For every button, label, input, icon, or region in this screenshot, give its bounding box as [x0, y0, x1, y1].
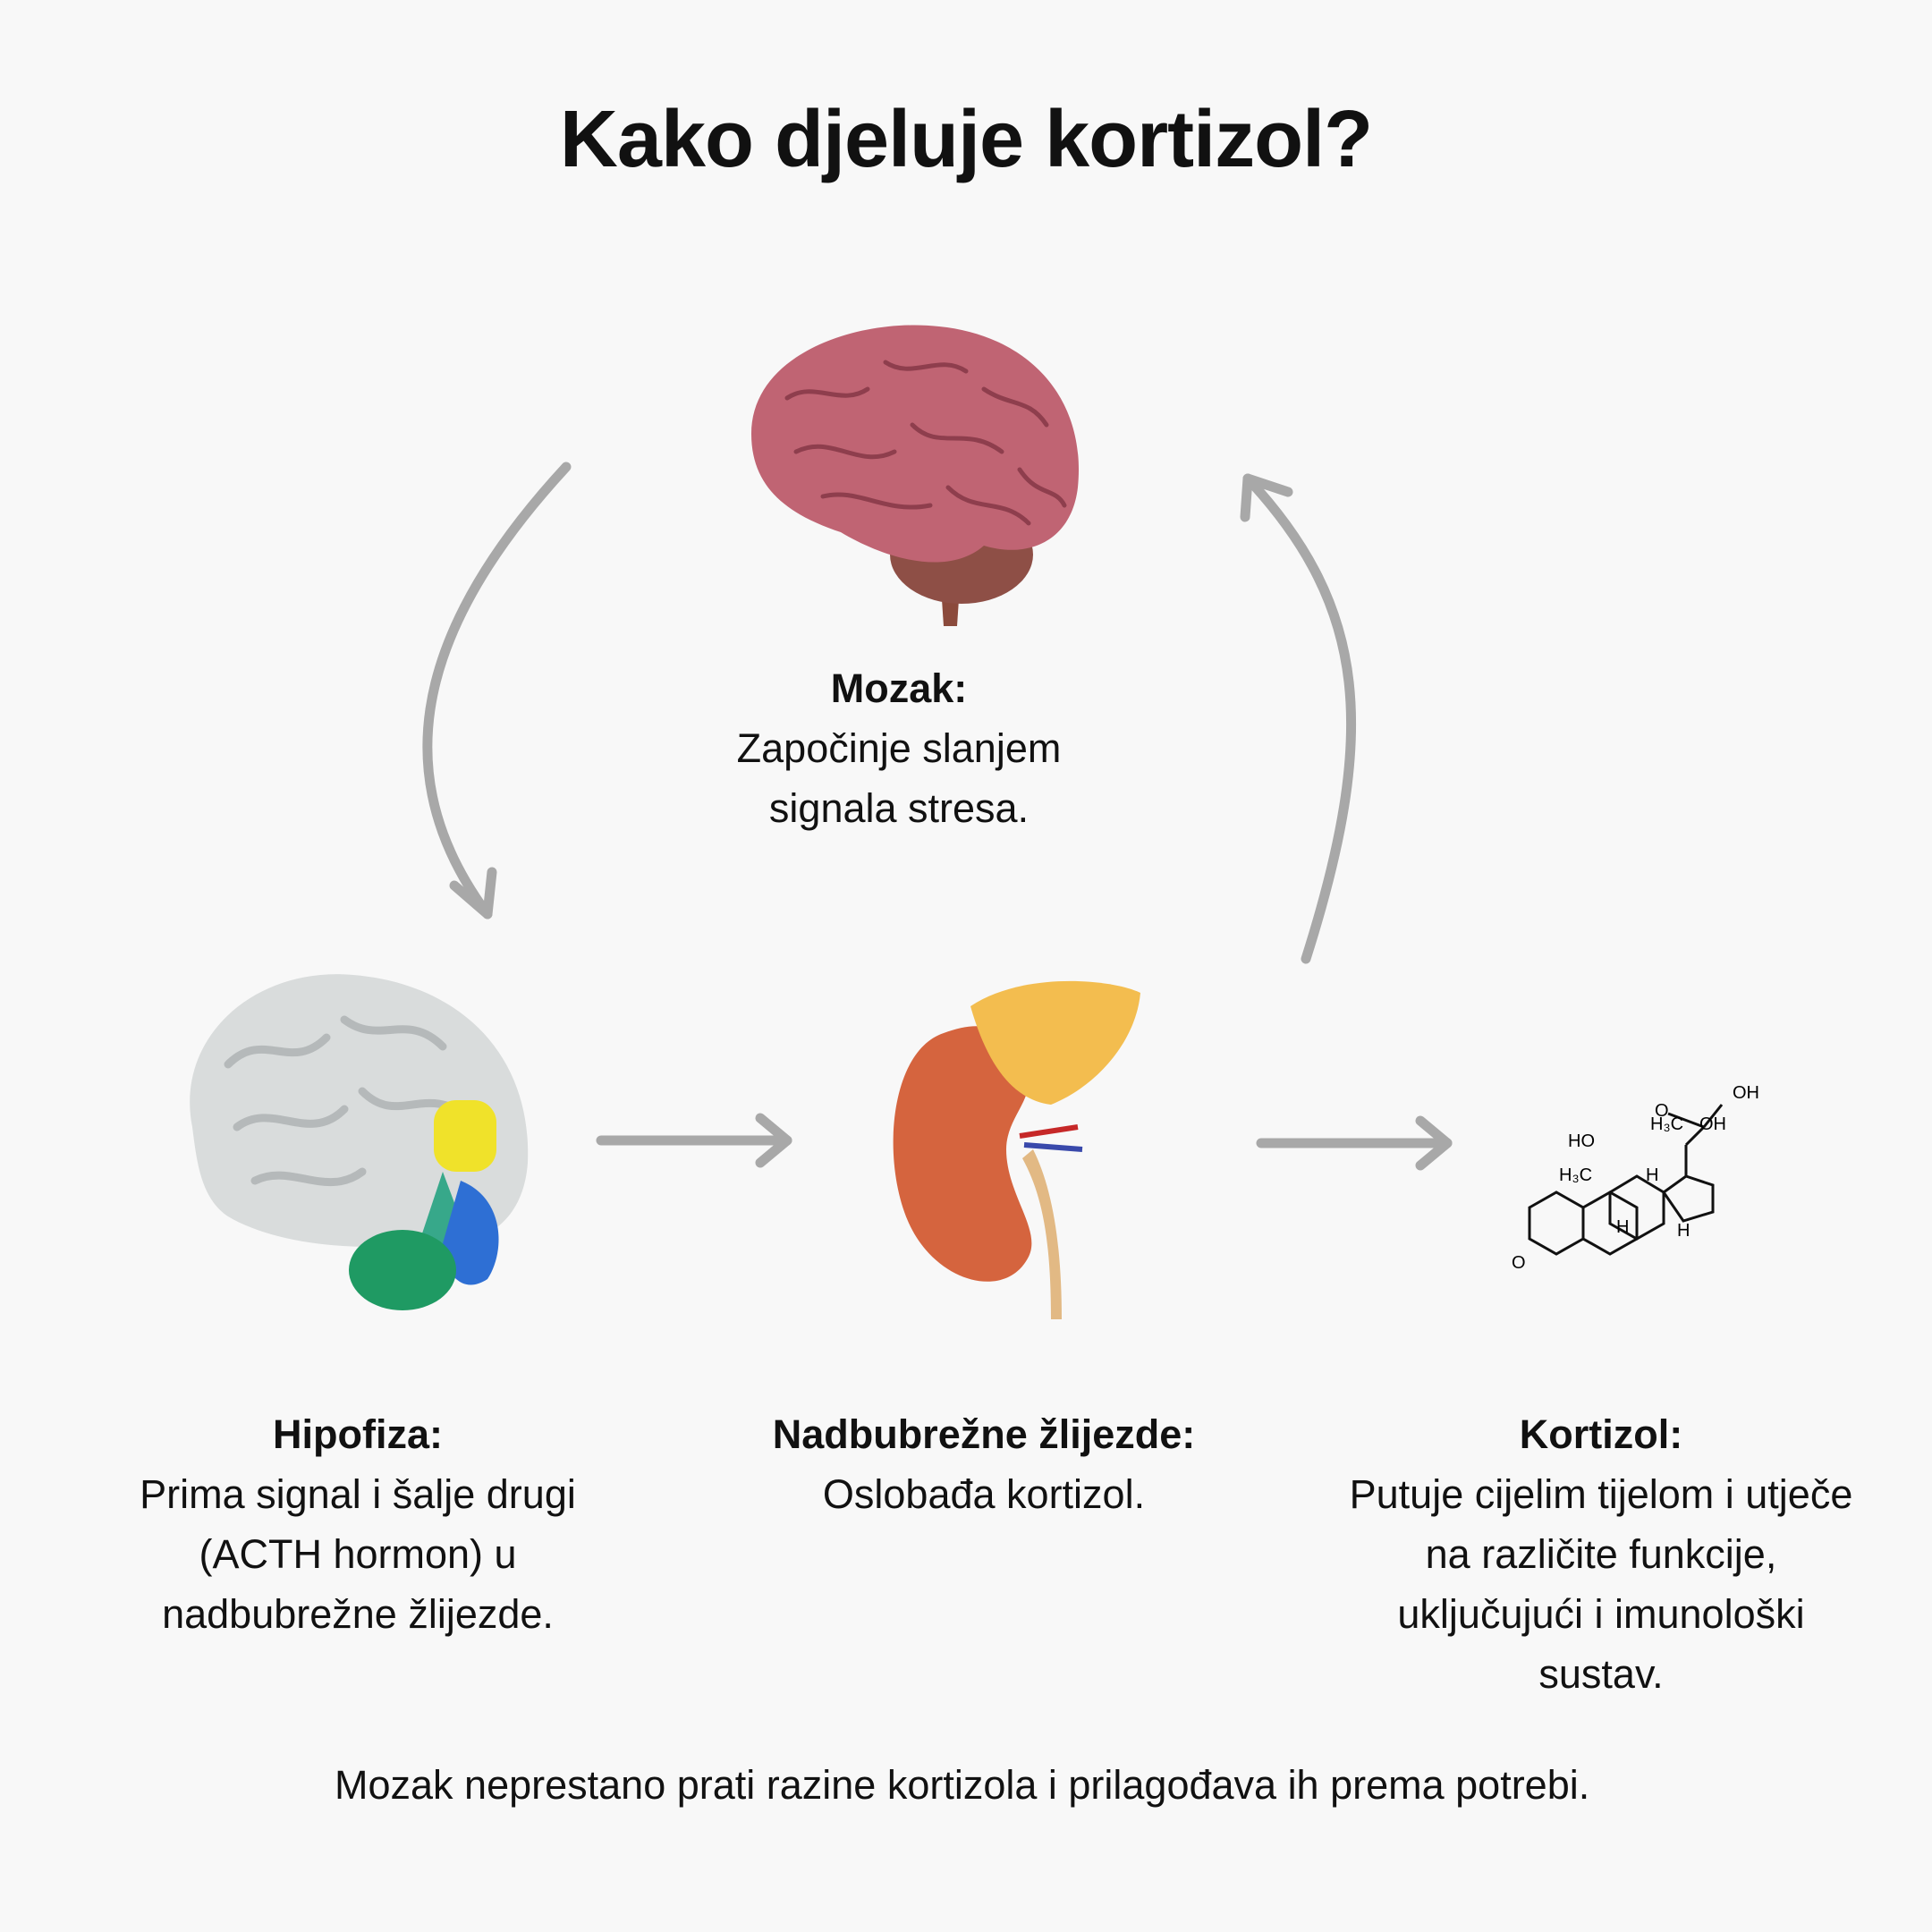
hipofiza-line-3: nadbubrežne žlijezde.	[162, 1591, 554, 1637]
kortizol-line-3: uključujući i imunološki	[1397, 1591, 1805, 1637]
kortizol-heading: Kortizol:	[1519, 1411, 1683, 1457]
brain-illustration	[751, 325, 1080, 626]
nadbubrezne-heading: Nadbubrežne žlijezde:	[772, 1411, 1196, 1457]
adrenal-illustration	[893, 980, 1140, 1319]
h-mid-label: H	[1646, 1165, 1658, 1185]
kortizol-line-2: na različite funkcije,	[1425, 1531, 1777, 1577]
o-ketone-label: O	[1655, 1101, 1669, 1121]
h-right-label: H	[1677, 1221, 1690, 1241]
h3c-lower-label: H₃C	[1559, 1165, 1592, 1185]
h3c-upper-label: H₃C	[1650, 1114, 1683, 1134]
step-mozak: Mozak: Započinje slanjem signala stresa.	[631, 658, 1167, 838]
nadbubrezne-line-1: Oslobađa kortizol.	[822, 1471, 1146, 1517]
arrow-head-left	[449, 867, 497, 919]
footer-note: Mozak neprestano prati razine kortizola …	[335, 1762, 1590, 1808]
step-kortizol: Kortizol: Putuje cijelim tijelom i utječ…	[1288, 1404, 1914, 1704]
arrow-adrenal-to-brain	[1242, 473, 1357, 964]
kortizol-line-1: Putuje cijelim tijelom i utječe	[1349, 1471, 1853, 1517]
cortisol-molecule: OH O H₃C OH HO H₃C H H H O	[1512, 1083, 1759, 1273]
ho-label: HO	[1568, 1131, 1595, 1151]
arrow-brain-to-pituitary	[422, 462, 572, 919]
hipofiza-line-2: (ACTH hormon) u	[199, 1531, 517, 1577]
oh-top-label: OH	[1733, 1083, 1759, 1103]
step-hipofiza: Hipofiza: Prima signal i šalje drugi (AC…	[72, 1404, 644, 1644]
arrow-head-right	[1240, 473, 1293, 522]
arrow-head-mid2	[1415, 1115, 1453, 1171]
step-nadbubrezne: Nadbubrežne žlijezde: Oslobađa kortizol.	[698, 1404, 1270, 1524]
page-title: Kako djeluje kortizol?	[559, 95, 1373, 184]
kortizol-line-4: sustav.	[1538, 1651, 1664, 1697]
o-ring-label: O	[1512, 1253, 1526, 1273]
h-left-label: H	[1616, 1217, 1629, 1237]
mozak-heading: Mozak:	[830, 665, 968, 711]
hipofiza-line-1: Prima signal i šalje drugi	[140, 1471, 576, 1517]
oh-side-label: OH	[1699, 1114, 1726, 1134]
hipofiza-heading: Hipofiza:	[273, 1411, 443, 1457]
arrow-head-mid1	[755, 1113, 792, 1168]
pituitary-illustration	[190, 974, 529, 1310]
mozak-line-1: Započinje slanjem	[736, 725, 1062, 771]
mozak-line-2: signala stresa.	[768, 785, 1030, 831]
